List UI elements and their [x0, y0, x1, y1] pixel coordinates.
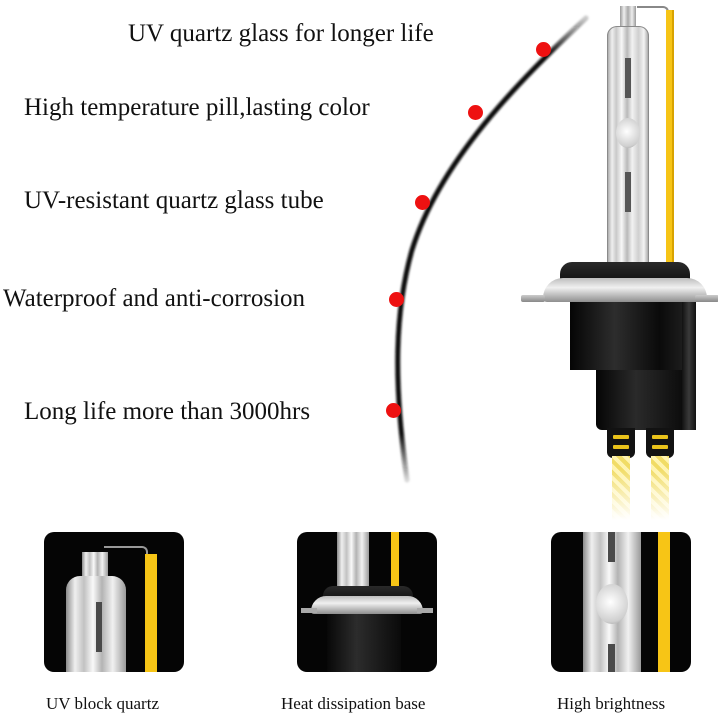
caption-uv-block-quartz: UV block quartz: [46, 694, 159, 713]
bulb-lead-wire: [637, 6, 669, 18]
feature-label-long-life: Long life more than 3000hrs: [24, 398, 311, 425]
bulb-illustration: [515, 0, 718, 520]
feature-label-waterproof: Waterproof and anti-corrosion: [3, 285, 306, 312]
thumbnail-uv-block-quartz: [44, 532, 184, 672]
bulb-base-side: [682, 302, 696, 430]
thumbnail-high-brightness: [551, 532, 691, 672]
bulb-electrode-lower: [625, 172, 631, 212]
caption-high-brightness: High brightness: [557, 694, 666, 713]
bulb-plug-left: [607, 428, 635, 458]
callout-arc: [395, 15, 589, 483]
feature-label-uv-resistant-tube: UV-resistant quartz glass tube: [24, 187, 324, 214]
feature-label-high-temp-pill: High temperature pill,lasting color: [24, 94, 370, 121]
bulb-plug-right: [646, 428, 674, 458]
bulb-cable-left: [612, 456, 630, 520]
bulb-base-lower: [596, 370, 696, 430]
bulb-base-upper: [570, 302, 682, 370]
bulb-electrode-upper: [625, 58, 631, 98]
bulb-flange-ear-right: [695, 295, 718, 302]
callout-dot-2: [468, 105, 483, 120]
bulb-flange: [543, 278, 707, 302]
thumbnail-heat-dissipation-base: [297, 532, 437, 672]
bulb-yellow-rod: [666, 10, 674, 264]
bulb-flange-ear-left: [521, 295, 545, 302]
bulb-collar: [560, 262, 690, 282]
callout-dot-3: [415, 195, 430, 210]
caption-heat-dissipation-base: Heat dissipation base: [281, 694, 426, 713]
callout-dot-1: [536, 42, 551, 57]
bulb-cable-right: [651, 456, 669, 520]
bulb-pill: [616, 118, 640, 148]
callout-dot-5: [386, 403, 401, 418]
feature-label-uv-quartz: UV quartz glass for longer life: [128, 20, 434, 47]
bulb-tube-cap: [620, 6, 636, 30]
callout-dot-4: [389, 292, 404, 307]
